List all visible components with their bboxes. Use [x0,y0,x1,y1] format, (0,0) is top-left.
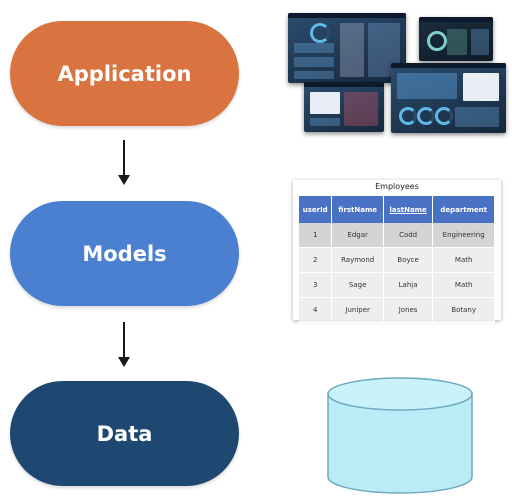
cell-department: Math [432,247,495,273]
cell-firstname: Juniper [331,297,384,323]
header-firstname: firstName [331,196,384,223]
dashboard-screenshot-4 [391,63,506,133]
table-row: 2 Raymond Boyce Math [299,247,495,273]
header-userid-label: userId [302,205,328,214]
table-row: 1 Edgar Codd Engineering [299,223,495,248]
cell-firstname: Raymond [331,247,384,273]
dashboard-screenshot-1 [288,13,406,83]
header-department-label: department [440,205,487,214]
cell-lastname: Lahja [383,272,434,298]
header-lastname-label: lastName [389,205,427,214]
cell-userid: 2 [299,247,333,273]
table-title: Employees [375,182,419,191]
cell-userid: 3 [299,272,333,298]
cell-userid: 4 [299,297,333,323]
employees-table: userId firstName lastName department 1 E… [299,196,495,323]
table-header-row: userId firstName lastName department [299,196,495,223]
table-row: 3 Sage Lahja Math [299,272,495,298]
data-label: Data [96,421,153,446]
application-label: Application [57,61,192,86]
header-userid: userId [299,196,333,223]
cell-lastname: Codd [383,223,434,248]
cell-lastname: Jones [383,297,434,323]
cell-lastname: Boyce [383,247,434,273]
employees-table-card: Employees userId firstName lastName depa… [293,180,501,323]
cell-department: Math [432,272,495,298]
cell-department: Botany [432,297,495,323]
cell-firstname: Sage [331,272,384,298]
header-firstname-label: firstName [338,205,378,214]
table-row: 4 Juniper Jones Botany [299,297,495,323]
cell-userid: 1 [299,223,333,248]
cell-firstname: Edgar [331,223,384,248]
database-cylinder-icon [327,377,473,494]
dashboard-screenshot-3 [304,82,384,132]
dashboard-screenshot-2 [419,17,493,61]
cell-department: Engineering [432,223,495,248]
models-label: Models [82,241,167,266]
application-layer: Application [10,21,239,126]
models-layer: Models [10,201,239,306]
arrow-models-to-data [118,322,130,367]
arrow-app-to-models [118,140,130,185]
header-department: department [432,196,495,223]
data-layer: Data [10,381,239,486]
header-lastname: lastName [383,196,434,223]
